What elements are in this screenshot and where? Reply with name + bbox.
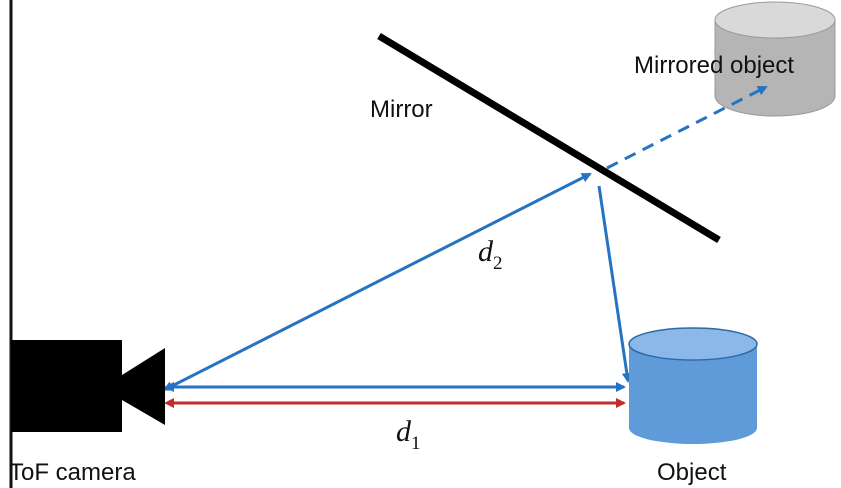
camera-label: ToF camera — [9, 459, 136, 486]
tof-camera-icon — [11, 340, 165, 432]
object-label: Object — [657, 459, 727, 486]
distance-d2-label: d2 — [478, 235, 503, 274]
object-cylinder — [629, 328, 757, 444]
distance-d1-label: d1 — [396, 415, 421, 454]
mirrored-object-label: Mirrored object — [634, 52, 794, 79]
camera-to-mirror-arrow — [170, 174, 590, 387]
mirror-label: Mirror — [370, 96, 433, 123]
virtual-path-arrow — [607, 87, 766, 168]
mirror-to-object-arrow — [599, 186, 628, 381]
